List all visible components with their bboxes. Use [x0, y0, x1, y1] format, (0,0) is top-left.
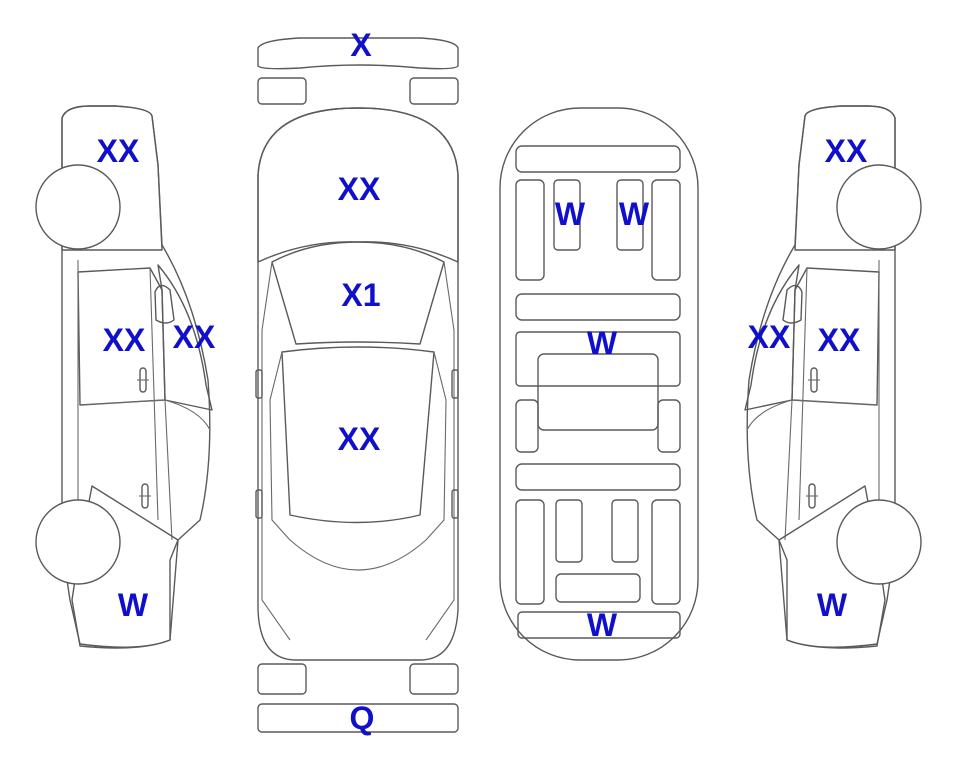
interior-rear-bench[interactable] — [515, 463, 681, 491]
top-right-mirror[interactable] — [451, 369, 459, 399]
label-interior-middle-panel: W — [587, 325, 618, 361]
front-bumper-panel[interactable] — [257, 37, 459, 70]
interior-outline — [499, 107, 699, 661]
right-sill-line — [746, 399, 793, 431]
interior-rear-seat-left[interactable] — [555, 499, 583, 563]
top-view — [255, 107, 459, 661]
label-front-bumper: X — [350, 27, 372, 63]
interior-left-door-panel[interactable] — [515, 179, 545, 281]
right-windshield-pillar[interactable] — [744, 264, 800, 411]
left-front-wheel[interactable] — [35, 164, 121, 250]
label-right-front-door-glass: XX — [818, 322, 861, 358]
front-bumper-group — [257, 37, 459, 105]
right-door-line-3 — [798, 267, 808, 521]
top-left-mirror[interactable] — [255, 369, 263, 399]
top-right-rear-mirror[interactable] — [451, 489, 459, 519]
top-right-contour — [425, 261, 455, 641]
right-rear-wheel[interactable] — [836, 499, 922, 585]
right-rear-door-handle[interactable] — [806, 483, 818, 509]
right-mirror[interactable] — [782, 284, 803, 324]
left-fender-panel[interactable] — [61, 105, 163, 251]
label-rear-bumper: Q — [350, 700, 375, 736]
rear-bumper-panel[interactable] — [257, 703, 459, 733]
interior-middle-panel[interactable] — [515, 331, 681, 387]
label-right-rear-quarter: W — [817, 587, 848, 623]
interior-right-door-panel[interactable] — [651, 179, 681, 281]
top-left-inner — [269, 351, 291, 541]
label-interior-front-seat-left: W — [555, 196, 586, 232]
top-hood-panel[interactable] — [271, 241, 445, 345]
label-interior-rear-panel: W — [587, 607, 618, 643]
interior-rear-seat-right[interactable] — [611, 499, 639, 563]
interior-front-seat-right[interactable] — [616, 179, 644, 251]
label-right-fender: XX — [825, 133, 868, 169]
interior-console-bar[interactable] — [515, 293, 681, 321]
interior-right-rear-door[interactable] — [657, 399, 681, 453]
left-mirror[interactable] — [154, 284, 175, 324]
label-left-fender: XX — [97, 133, 140, 169]
right-side-view — [744, 105, 922, 649]
top-right-inner — [425, 351, 447, 541]
front-left-light[interactable] — [257, 77, 307, 105]
left-front-door-handle[interactable] — [137, 367, 149, 393]
interior-front-seat-left[interactable] — [553, 179, 581, 251]
top-rear-window — [289, 539, 427, 571]
label-top-hood: X1 — [341, 277, 380, 313]
top-left-contour — [261, 261, 291, 641]
left-sill-line — [164, 399, 211, 431]
top-left-rear-mirror[interactable] — [255, 489, 263, 519]
label-right-windshield-pillar: XX — [748, 319, 791, 355]
left-rear-quarter-panel[interactable] — [71, 485, 179, 649]
interior-center-console[interactable] — [537, 353, 659, 431]
label-left-windshield-pillar: XX — [173, 319, 216, 355]
rear-right-light[interactable] — [409, 663, 459, 695]
top-windshield-panel[interactable] — [257, 107, 459, 263]
front-right-light[interactable] — [409, 77, 459, 105]
interior-rear-right-quarter[interactable] — [651, 499, 681, 605]
left-rear-door-handle[interactable] — [139, 483, 151, 509]
left-side-view — [35, 105, 213, 649]
label-top-windshield: XX — [338, 171, 381, 207]
label-left-rear-quarter: W — [118, 587, 149, 623]
damage-labels: X XX XX XX W XX X1 XX W W W W XX XX XX W… — [97, 27, 868, 736]
rear-bumper-group — [257, 663, 459, 733]
interior-view — [499, 107, 699, 661]
left-rear-wheel[interactable] — [35, 499, 121, 585]
interior-rear-panel[interactable] — [517, 611, 681, 639]
label-top-roof: XX — [338, 421, 381, 457]
left-windshield-pillar[interactable] — [157, 264, 213, 411]
right-front-wheel[interactable] — [836, 164, 922, 250]
right-fender-panel[interactable] — [794, 105, 896, 251]
interior-dashboard[interactable] — [515, 145, 681, 173]
right-front-door-handle[interactable] — [808, 367, 820, 393]
right-rear-quarter-panel[interactable] — [778, 485, 886, 649]
interior-left-rear-door[interactable] — [515, 399, 539, 453]
rear-left-light[interactable] — [257, 663, 307, 695]
interior-rear-left-quarter[interactable] — [515, 499, 545, 605]
interior-trunk-bar[interactable] — [555, 573, 641, 603]
label-interior-front-seat-right: W — [619, 196, 650, 232]
top-roof-panel[interactable] — [281, 346, 435, 524]
left-door-line-3 — [149, 267, 159, 521]
label-left-front-door-glass: XX — [103, 322, 146, 358]
